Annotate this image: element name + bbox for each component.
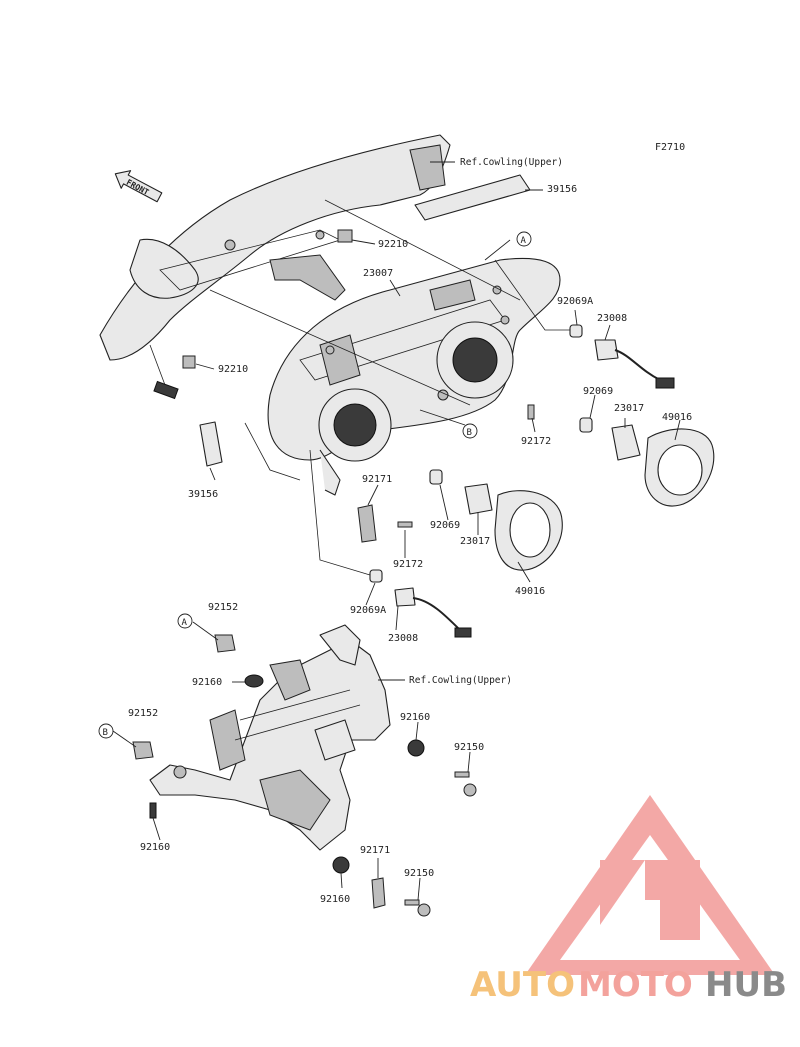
part-23008-top-label: 23008 [597,313,627,324]
part-39156-left-label: 39156 [188,489,218,500]
watermark-logo [525,795,775,975]
mid-bulb-assembly [357,469,563,638]
watermark-text-auto: AUTO [470,965,575,1005]
nut-92160-a-part [244,674,264,688]
svg-text:B: B [467,428,472,438]
part-92172-mid-label: 92172 [393,559,423,570]
clip-top-part [337,229,353,243]
svg-text:B: B [103,728,108,738]
part-49016-mid-label: 49016 [515,586,545,597]
svg-text:A: A [521,236,527,246]
leader-lines [112,161,681,901]
part-49016-right-label: 49016 [662,412,692,423]
bolt-92150-a-part [454,771,477,797]
part-92150-b-label: 92150 [404,868,434,879]
headlight-bracket-part [149,624,391,851]
watermark-m-right [645,860,700,940]
nut-92160-d-part [332,856,350,874]
svg-text:A: A [182,618,188,628]
part-92069a-mid-label: 92069A [350,605,386,616]
callout-b-bottom: B [98,723,114,739]
part-92210-top-label: 92210 [378,239,408,250]
watermark-wordmark: AUTO MOTO HUB [470,965,787,1005]
part-92152-b-label: 92152 [128,708,158,719]
clamp-92171-b-part [371,877,386,909]
part-92152-top-label: 92152 [208,602,238,613]
callout-a-bottom: A [177,613,193,629]
part-92172-right-label: 92172 [521,436,551,447]
part-92150-a-label: 92150 [454,742,484,753]
ref-cowling-upper-bottom-label: Ref.Cowling(Upper) [409,675,512,686]
part-92160-b-label: 92160 [400,712,430,723]
watermark-text-moto: MOTO [578,965,693,1005]
part-92210-left-label: 92210 [218,364,248,375]
part-92069a-top-label: 92069A [557,296,593,307]
front-arrow-icon [114,170,163,203]
ref-cowling-upper-top-label: Ref.Cowling(Upper) [460,157,563,168]
reflector-strip-left-part [199,421,223,467]
part-39156-top-label: 39156 [547,184,577,195]
part-92069-right-label: 92069 [583,386,613,397]
part-23017-mid-label: 23017 [460,536,490,547]
grommet-top-part [214,634,236,653]
part-23007-label: 23007 [363,268,393,279]
part-92171-top-label: 92171 [362,474,392,485]
right-bulb-assembly [527,324,715,507]
nut-92160-c-part [149,802,157,819]
callout-b-top: B [462,423,478,439]
grommet-b-part [132,741,154,760]
watermark-m-left [600,860,645,925]
bolt-92150-b-part [404,899,431,917]
part-92160-a-label: 92160 [192,677,222,688]
part-92160-c-label: 92160 [140,842,170,853]
part-92171-b-label: 92171 [360,845,390,856]
watermark-text-hub: HUB [705,965,787,1005]
clip-left-part [182,355,196,369]
figure-code: F2710 [655,142,685,153]
part-92069-mid-label: 92069 [430,520,460,531]
part-23008-mid-label: 23008 [388,633,418,644]
inner-cowling-part [99,134,451,400]
nut-92160-b-part [407,739,425,757]
part-23017-right-label: 23017 [614,403,644,414]
front-direction-marker: FRONT [114,170,163,203]
part-92160-d-label: 92160 [320,894,350,905]
callout-a-top: A [516,231,532,247]
headlight-housing-part [267,257,561,496]
